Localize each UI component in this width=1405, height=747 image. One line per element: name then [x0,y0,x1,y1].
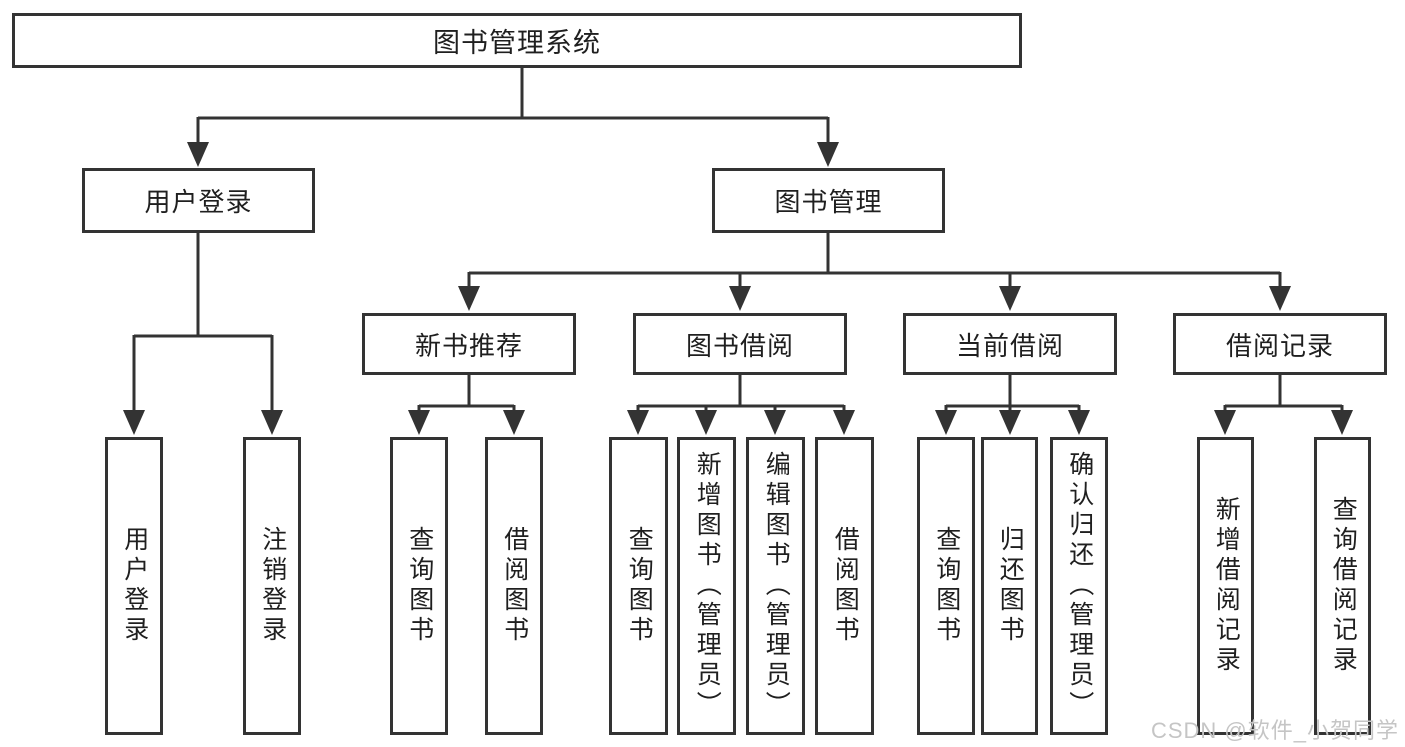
leaf-borrow-books: 借阅图书 [815,437,874,735]
leaf-confirm-return-admin: 确认归还（管理员） [1050,437,1108,735]
node-root-label: 图书管理系统 [433,28,601,58]
node-borrowing-records: 借阅记录 [1173,313,1387,375]
leaf-query-books-current-label: 查询图书 [932,526,961,646]
leaf-add-book-admin: 新增图书（管理员） [677,437,736,735]
leaf-query-books-borrow: 查询图书 [609,437,668,735]
leaf-query-borrow-record-label: 查询借阅记录 [1329,496,1358,676]
node-new-book-recommendation: 新书推荐 [362,313,576,375]
node-current-borrowing: 当前借阅 [903,313,1117,375]
leaf-user-login: 用户登录 [105,437,163,735]
leaf-return-books: 归还图书 [981,437,1038,735]
leaf-edit-book-admin-label: 编辑图书（管理员） [762,451,791,721]
node-book-borrowing: 图书借阅 [633,313,847,375]
node-root: 图书管理系统 [12,13,1022,68]
node-book-management: 图书管理 [712,168,945,233]
leaf-add-borrow-record: 新增借阅记录 [1197,437,1254,735]
leaf-add-borrow-record-label: 新增借阅记录 [1212,496,1241,676]
leaf-borrow-books-label: 借阅图书 [831,526,860,646]
leaf-user-login-label: 用户登录 [120,526,149,646]
node-user-login-label: 用户登录 [144,187,253,217]
leaf-borrow-books-recommend-label: 借阅图书 [500,526,529,646]
node-new-book-recommendation-label: 新书推荐 [414,330,523,361]
node-current-borrowing-label: 当前借阅 [955,330,1064,361]
watermark-text: CSDN @软件_小贺同学 [1150,718,1399,743]
leaf-add-book-admin-label: 新增图书（管理员） [693,451,722,721]
node-user-login: 用户登录 [82,168,315,233]
node-book-borrowing-label: 图书借阅 [685,330,794,361]
node-book-management-label: 图书管理 [774,187,883,217]
leaf-borrow-books-recommend: 借阅图书 [485,437,543,735]
leaf-query-books-recommend: 查询图书 [390,437,448,735]
node-borrowing-records-label: 借阅记录 [1225,330,1334,361]
leaf-logout: 注销登录 [243,437,301,735]
leaf-query-borrow-record: 查询借阅记录 [1314,437,1371,735]
leaf-query-books-recommend-label: 查询图书 [405,526,434,646]
leaf-confirm-return-admin-label: 确认归还（管理员） [1065,451,1094,721]
leaf-return-books-label: 归还图书 [996,526,1025,646]
leaf-query-books-borrow-label: 查询图书 [625,526,654,646]
leaf-logout-label: 注销登录 [258,526,287,646]
leaf-edit-book-admin: 编辑图书（管理员） [746,437,805,735]
leaf-query-books-current: 查询图书 [917,437,975,735]
